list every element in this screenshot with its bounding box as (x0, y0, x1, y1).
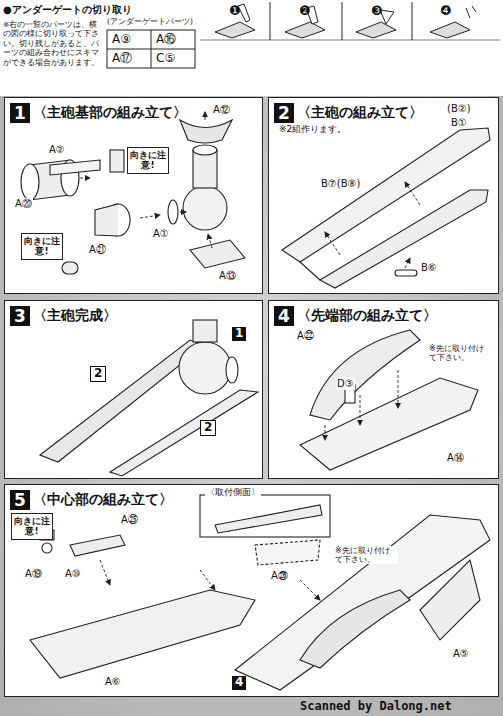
callout-number: 4 (232, 676, 246, 690)
callout-number: 2 (200, 420, 216, 436)
panel-heading: 1〈主砲基部の組み立て〉 (10, 103, 187, 123)
part-label: A⑭ (446, 452, 465, 464)
caution-box: 向きに注意! (21, 233, 63, 260)
panel-heading: 4〈先端部の組み立て〉 (274, 306, 437, 326)
part-label: ❷ (299, 4, 311, 19)
caution-text: 向きに注意! (24, 236, 60, 257)
part-label: A⑰ (112, 52, 132, 66)
part-label: ※先に取り付けて下さい。 (428, 344, 492, 362)
caution-text: 向きに注意! (14, 516, 50, 537)
panel-heading: 2〈主砲の組み立て〉 (274, 103, 423, 123)
section-heading: ●アンダーゲートの切り取り (3, 3, 105, 17)
part-label: B① (450, 117, 468, 129)
part-label: A② (48, 144, 66, 156)
step-title: 〈中心部の組み立て〉 (33, 491, 173, 509)
barrel-parts (282, 128, 490, 288)
main-cannon (40, 320, 258, 476)
step-number: 5 (10, 490, 30, 510)
center-parts (30, 495, 490, 690)
part-label: A㉕ (120, 514, 139, 526)
part-label: ❸ (371, 4, 383, 19)
part-label: 〈取付側面〉 (205, 487, 261, 497)
part-label: ※2組作ります。 (278, 124, 347, 134)
part-label: A⑫ (212, 104, 231, 116)
parts-table (107, 30, 195, 68)
panel-heading: 5〈中心部の組み立て〉 (10, 490, 173, 510)
step-panel: 3〈主砲完成〉 (4, 300, 263, 479)
step-panel: 5〈中心部の組み立て〉向きに注意! (4, 484, 499, 697)
part-label: D③ (336, 378, 355, 390)
watermark: Scanned by Dalong.net (300, 700, 452, 714)
part-label: B⑥ (420, 262, 438, 274)
caution-box: 向きに注意! (11, 513, 53, 540)
caution-text: 向きに注意! (130, 150, 166, 171)
part-label: A⑤ (452, 648, 470, 660)
step-number: 3 (10, 306, 30, 326)
part-label: A⑬ (218, 270, 237, 282)
part-label: A㉒ (296, 330, 315, 342)
step-number: 4 (274, 306, 294, 326)
part-label: A㉖ (270, 570, 289, 582)
step-number: 2 (274, 103, 294, 123)
part-label: (アンダーゲートパーツ) (107, 18, 193, 27)
gate-cut-steps (200, 2, 500, 40)
base-parts (21, 120, 245, 274)
callout-number: 1 (232, 327, 246, 341)
callout-number: 2 (90, 366, 106, 382)
part-label: C⑤ (156, 52, 175, 66)
gate-note-box: ●アンダーゲートの切り取り ※右の一覧のパーツは、横の図の様に切り取って下さい。切… (3, 3, 105, 67)
step-number: 1 (10, 103, 30, 123)
part-label: A⑩ (64, 568, 82, 580)
part-label: ❶ (229, 4, 241, 19)
note-text: ※右の一覧のパーツは、横の図の様に切り取って下さい。切り残しがあると、パーツの組… (3, 20, 105, 67)
step-panel: 1〈主砲基部の組み立て〉向きに注意! 向きに注意! (4, 97, 263, 294)
part-label: A⑯ (156, 33, 176, 47)
caution-box: 向きに注意! (127, 147, 169, 174)
part-label: (B②) (446, 103, 472, 115)
step-title: 〈先端部の組み立て〉 (297, 307, 437, 325)
part-label: A① (152, 228, 170, 240)
step-title: 〈主砲基部の組み立て〉 (33, 104, 187, 122)
top-band (0, 0, 503, 96)
step-title: 〈主砲の組み立て〉 (297, 104, 423, 122)
part-label: ❹ (440, 4, 452, 19)
part-label: A㉑ (88, 244, 107, 256)
part-label: B⑦(B⑧) (320, 178, 361, 190)
part-label: A⑳ (14, 198, 33, 210)
part-label: A⑲ (24, 568, 43, 580)
part-label: A⑥ (104, 676, 122, 688)
part-label: ※先に取り付けて下さい。 (334, 546, 398, 564)
part-label: A⑨ (112, 33, 131, 47)
panel-heading: 3〈主砲完成〉 (10, 306, 117, 326)
step-title: 〈主砲完成〉 (33, 307, 117, 325)
